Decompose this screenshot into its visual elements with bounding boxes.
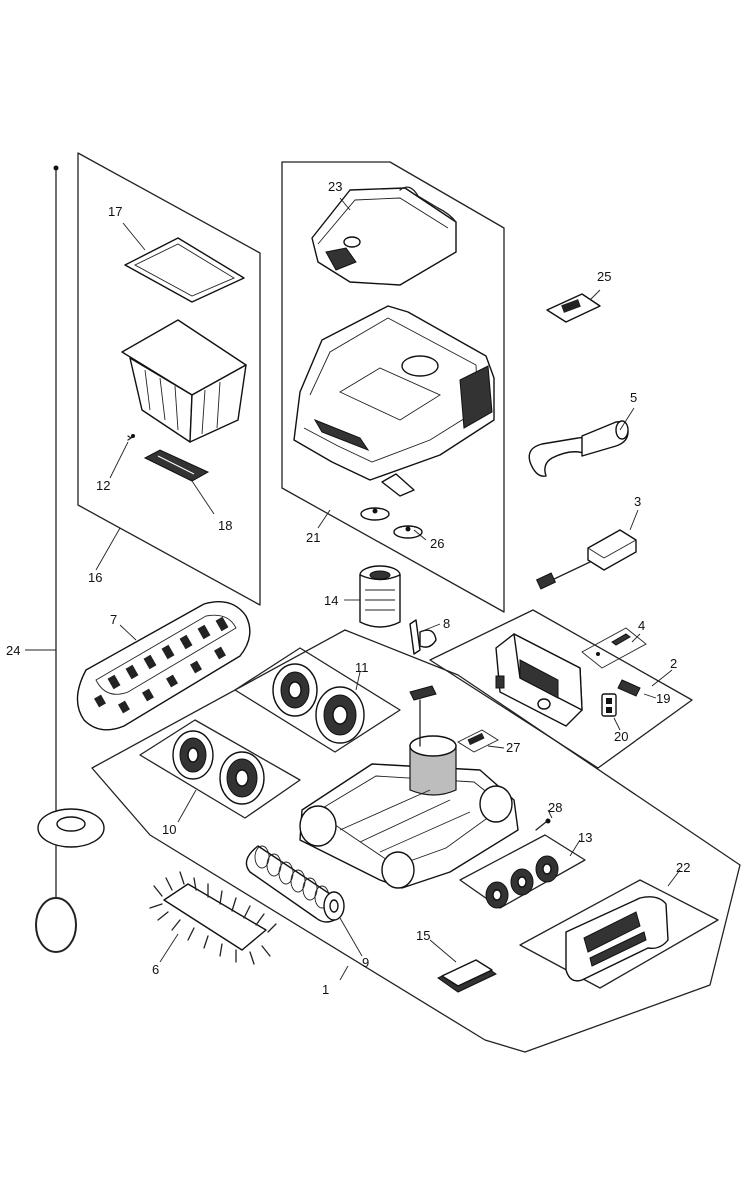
power-supply-part [535, 529, 637, 590]
group-frame-1 [91, 629, 741, 1053]
sub-frame-11 [234, 647, 401, 753]
callout-9: 9 [362, 955, 369, 970]
chassis-part [299, 685, 519, 889]
screws-part [360, 507, 423, 539]
callout-18: 18 [218, 518, 232, 533]
wheel-pair-upper-part [272, 663, 365, 744]
track-belt-part [76, 601, 251, 731]
callout-27: 27 [506, 740, 520, 755]
label-part [546, 293, 601, 323]
group-frame-16 [77, 152, 261, 606]
callout-12: 12 [96, 478, 110, 493]
callout-23: 23 [328, 179, 342, 194]
callout-20: 20 [614, 729, 628, 744]
callout-28: 28 [548, 800, 562, 815]
switch-part [601, 693, 617, 717]
connector-part [581, 627, 647, 669]
callout-21: 21 [306, 530, 320, 545]
power-cord-part [35, 165, 105, 953]
callout-11: 11 [355, 660, 369, 675]
top-cover-part [311, 186, 457, 286]
callout-8: 8 [443, 616, 450, 631]
small-screw-part [535, 818, 551, 831]
small-wheels-part [485, 855, 559, 909]
callout-10: 10 [162, 822, 176, 837]
side-panel-part [565, 896, 669, 982]
spring-roller-part [245, 845, 345, 923]
callout-3: 3 [634, 494, 641, 509]
callout-2: 2 [670, 656, 677, 671]
brush-roller-part [149, 871, 277, 965]
group-frame-21 [281, 161, 505, 613]
callout-17: 17 [108, 204, 122, 219]
callout-labels: 24 17 12 18 16 23 21 26 25 5 3 14 8 4 2 … [6, 179, 690, 997]
wheel-pair-lower-part [172, 730, 265, 805]
control-box-part [495, 633, 583, 727]
callout-5: 5 [630, 390, 637, 405]
filter-frame-part [124, 237, 245, 303]
sub-frame-10 [139, 719, 301, 819]
small-label-part [457, 729, 499, 753]
handle-part [528, 420, 629, 477]
callout-24: 24 [6, 643, 20, 658]
callout-22: 22 [676, 860, 690, 875]
callout-19: 19 [656, 691, 670, 706]
robot-body-part [293, 305, 495, 497]
callout-25: 25 [597, 269, 611, 284]
callout-16: 16 [88, 570, 102, 585]
clip-part [409, 619, 437, 655]
callout-26: 26 [430, 536, 444, 551]
mesh-strip-part [143, 449, 210, 482]
callout-13: 13 [578, 830, 592, 845]
filter-cartridge-part [359, 565, 401, 628]
callout-14: 14 [324, 593, 338, 608]
pad-part [437, 959, 497, 993]
callout-4: 4 [638, 618, 645, 633]
filter-basket-part [121, 319, 247, 443]
plug-part [617, 679, 641, 697]
callout-1: 1 [322, 982, 329, 997]
leader-lines [25, 197, 681, 981]
callout-15: 15 [416, 928, 430, 943]
callout-6: 6 [152, 962, 159, 977]
pin-part [127, 434, 135, 441]
callout-7: 7 [110, 612, 117, 627]
